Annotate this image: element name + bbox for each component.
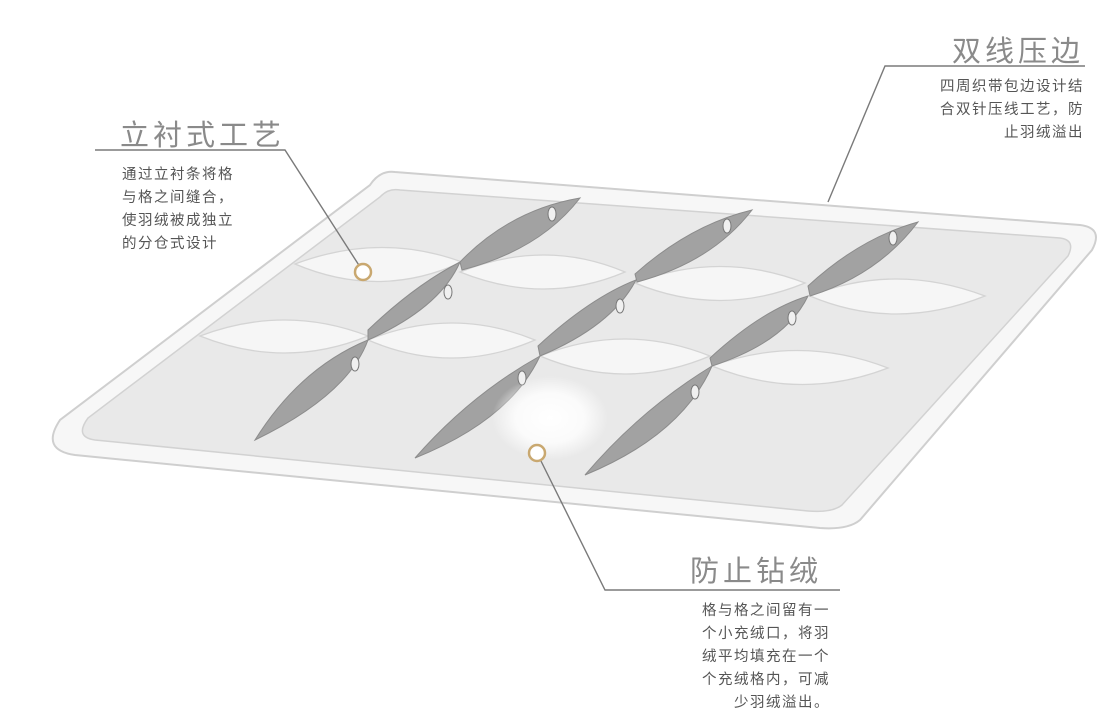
title-yabian: 双线压边 (951, 34, 1084, 68)
leader-line-zuanrong (537, 454, 840, 591)
marker-lichen (353, 262, 373, 282)
title-zuanrong: 防止钻绒 (690, 554, 823, 588)
marker-zuanrong (527, 443, 547, 463)
title-lichen: 立衬式工艺 (120, 118, 286, 152)
markers (353, 262, 547, 463)
fill-holes (350, 206, 898, 400)
desc-lichen: 通过立衬条将格 与格之间缝合， 使羽绒被成独立 的分仓式设计 (122, 167, 234, 252)
baffle-strips (253, 197, 920, 476)
desc-zuanrong: 格与格之间留有一 个小充绒口，将羽 绒平均填充在一个 个充绒格内，可减 少羽绒溢… (702, 603, 830, 711)
quilt-cells (198, 246, 987, 386)
leader-lines (95, 65, 1085, 591)
desc-yabian: 四周织带包边设计结 合双针压线工艺，防 止羽绒溢出 (940, 79, 1084, 141)
leader-line-yabian (827, 65, 1085, 203)
down-fluff (492, 376, 608, 460)
leader-line-lichen (95, 149, 363, 271)
